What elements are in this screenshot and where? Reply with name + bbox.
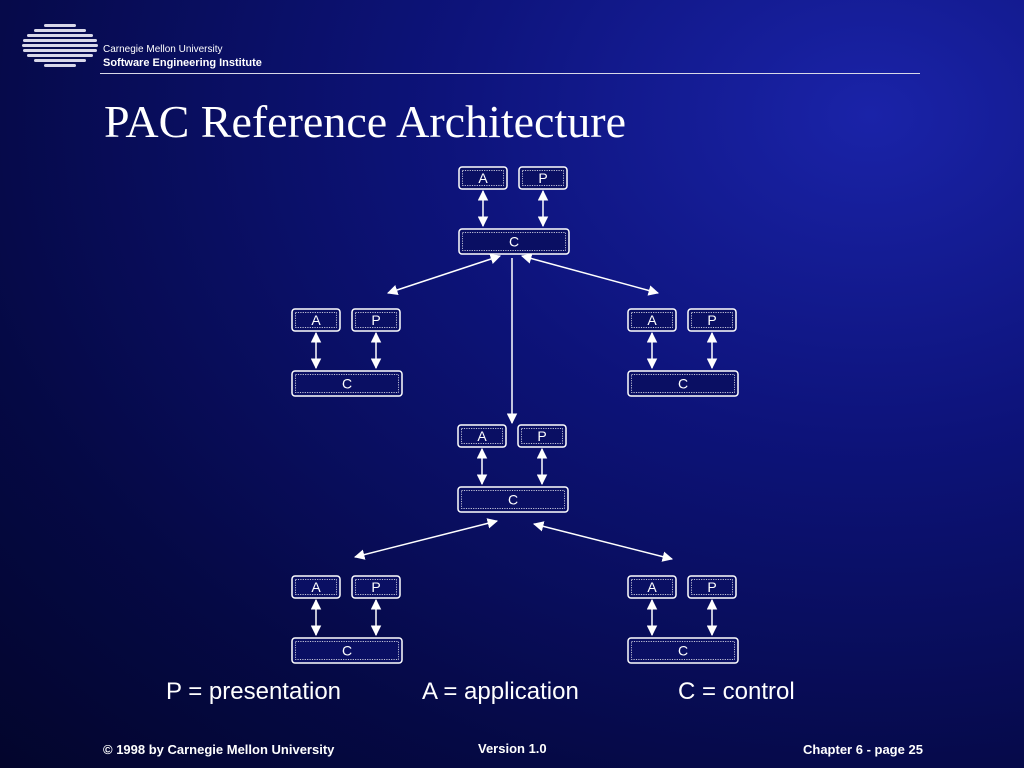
top-agent-c-box: C [458,228,570,255]
svg-text:A: A [647,579,657,595]
svg-text:C: C [509,234,519,250]
org-name: Carnegie Mellon University [103,44,223,55]
svg-text:A: A [311,312,321,328]
bottom-right-agent-a-box: A [627,575,677,599]
mid-right-agent-c-box: C [627,370,739,397]
mid-left-agent-c-box: C [291,370,403,397]
svg-text:P: P [537,428,546,444]
footer-page: Chapter 6 - page 25 [803,742,923,757]
svg-text:P: P [538,170,547,186]
mid-left-agent-a-box: A [291,308,341,332]
sei-logo-icon [22,24,98,67]
svg-text:C: C [678,376,688,392]
middle-to-bottom-right-arrow [532,521,674,562]
svg-text:A: A [477,428,487,444]
footer-copyright: © 1998 by Carnegie Mellon University [103,742,335,757]
svg-text:C: C [342,643,352,659]
svg-text:P: P [707,312,716,328]
legend-control: C = control [678,678,795,705]
bottom-left-agent-c-box: C [291,637,403,664]
middle-to-bottom-left-arrow [353,518,499,560]
middle-agent-c-box: C [457,486,569,513]
svg-text:C: C [508,492,518,508]
legend-application: A = application [422,678,579,705]
institute-name: Software Engineering Institute [103,57,262,69]
top-agent-p-box: P [518,166,568,190]
mid-left-agent-p-box: P [351,308,401,332]
svg-text:A: A [311,579,321,595]
footer-version: Version 1.0 [478,741,547,756]
top-to-mid-right-arrow [520,253,660,296]
bottom-right-agent-p-box: P [687,575,737,599]
svg-text:A: A [478,170,488,186]
mid-right-agent-a-box: A [627,308,677,332]
bottom-left-agent-p-box: P [351,575,401,599]
mid-right-agent-p-box: P [687,308,737,332]
svg-text:P: P [707,579,716,595]
top-to-mid-left-arrow [387,253,501,296]
svg-text:A: A [647,312,657,328]
svg-text:P: P [371,312,380,328]
svg-text:P: P [371,579,380,595]
header-divider [100,73,920,74]
svg-text:C: C [678,643,688,659]
middle-agent-p-box: P [517,424,567,448]
bottom-left-agent-a-box: A [291,575,341,599]
middle-agent-a-box: A [457,424,507,448]
bottom-right-agent-c-box: C [627,637,739,664]
top-agent-a-box: A [458,166,508,190]
legend-presentation: P = presentation [166,678,342,705]
svg-text:C: C [342,376,352,392]
slide-title: PAC Reference Architecture [104,96,626,147]
